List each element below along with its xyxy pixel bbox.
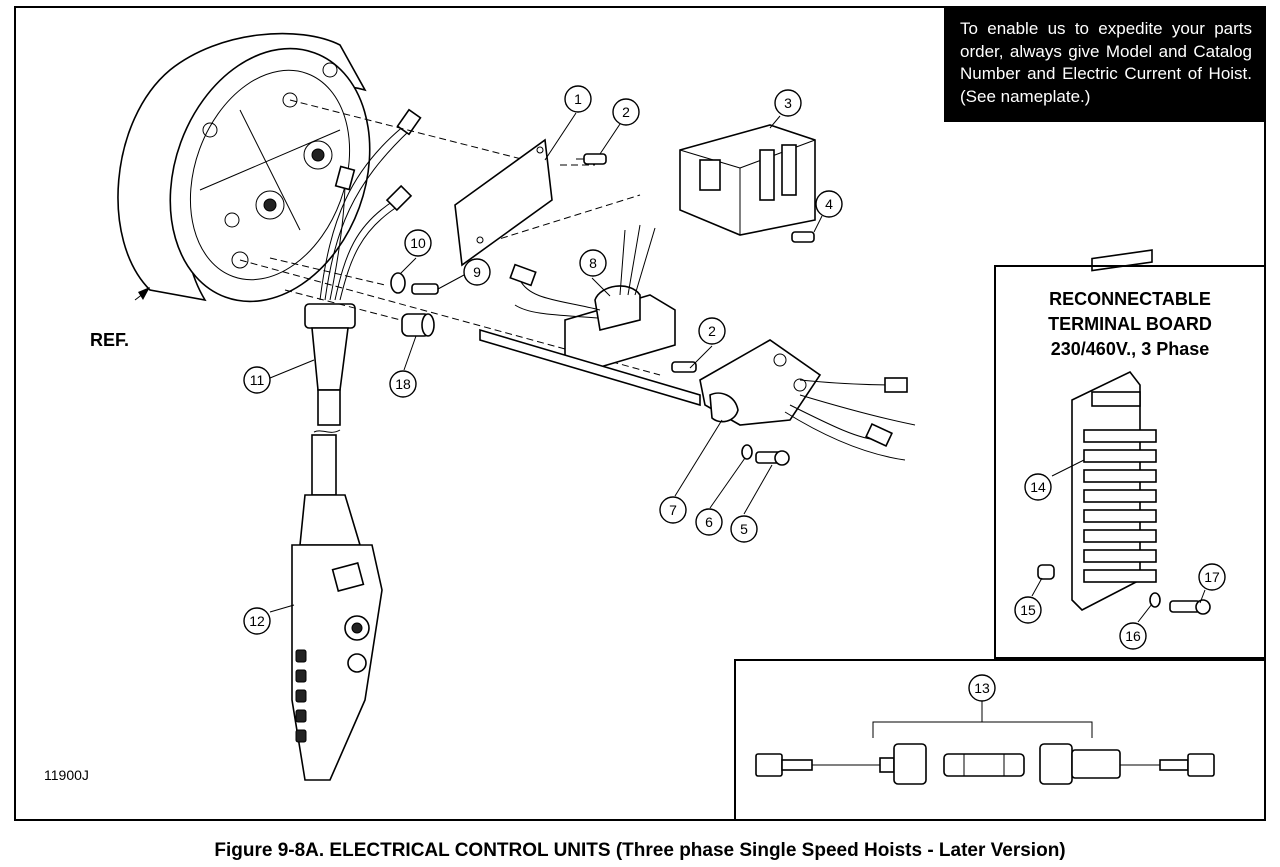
- svg-text:2: 2: [708, 323, 716, 339]
- callout-4: 4: [815, 190, 843, 218]
- part-6-washer: [741, 444, 753, 460]
- callout-3: 3: [774, 89, 802, 117]
- svg-text:2: 2: [622, 104, 630, 120]
- callout-18: 18: [389, 370, 417, 398]
- part-17-screw: [1169, 599, 1211, 615]
- callout-15: 15: [1014, 596, 1042, 624]
- callout-10: 10: [404, 229, 432, 257]
- svg-text:15: 15: [1020, 602, 1036, 618]
- callout-2a: 2: [612, 98, 640, 126]
- part-7-limit-switch: [479, 328, 916, 461]
- part-1-panel: [454, 138, 553, 267]
- svg-text:4: 4: [825, 196, 833, 212]
- svg-text:10: 10: [410, 235, 426, 251]
- part-4-screw: [791, 231, 815, 243]
- part-2-screw: [576, 153, 607, 165]
- terminal-board-panel: RECONNECTABLE TERMINAL BOARD 230/460V., …: [994, 265, 1266, 659]
- svg-text:16: 16: [1125, 628, 1141, 644]
- part-18-bushing: [401, 313, 435, 337]
- svg-text:9: 9: [473, 264, 481, 280]
- svg-text:12: 12: [249, 613, 265, 629]
- part-14-terminal-board: [1071, 249, 1157, 611]
- part-9-screw: [411, 283, 439, 295]
- svg-text:7: 7: [669, 502, 677, 518]
- assembly-lines: [239, 99, 661, 376]
- svg-text:8: 8: [589, 255, 597, 271]
- callout-8: 8: [579, 249, 607, 277]
- part-2b-screw: [671, 361, 697, 373]
- part-13-fuse-holder: [755, 700, 1215, 785]
- svg-text:18: 18: [395, 376, 411, 392]
- svg-text:1: 1: [574, 91, 582, 107]
- callout-13: 13: [968, 674, 996, 702]
- motor-housing: [117, 32, 371, 303]
- svg-text:13: 13: [974, 680, 990, 696]
- callout-5: 5: [730, 515, 758, 543]
- svg-text:6: 6: [705, 514, 713, 530]
- part-15-nut: [1037, 564, 1055, 580]
- part-16-washer: [1149, 592, 1161, 608]
- svg-text:5: 5: [740, 521, 748, 537]
- svg-text:17: 17: [1204, 569, 1220, 585]
- callout-9: 9: [463, 258, 491, 286]
- cord-strain-relief: [304, 303, 356, 496]
- ref-label: REF.: [90, 330, 130, 350]
- callout-12: 12: [243, 607, 271, 635]
- pendant-station: [291, 494, 383, 781]
- part-3-contactor: [679, 124, 816, 236]
- fuse-holder-panel: [734, 659, 1266, 821]
- callout-6: 6: [695, 508, 723, 536]
- svg-text:11: 11: [250, 372, 265, 388]
- ref-arrowhead: [138, 287, 150, 300]
- callout-11: 11: [243, 366, 271, 394]
- callout-14: 14: [1024, 473, 1052, 501]
- callout-7: 7: [659, 496, 687, 524]
- drawing-number: 11900J: [44, 767, 89, 783]
- svg-text:3: 3: [784, 95, 792, 111]
- lead-wires: [319, 108, 422, 301]
- part-10-washer: [390, 272, 406, 294]
- terminal-board-title-line2: TERMINAL BOARD: [1048, 314, 1212, 334]
- callout-16: 16: [1119, 622, 1147, 650]
- callout-1: 1: [564, 85, 592, 113]
- callout-2b: 2: [698, 317, 726, 345]
- terminal-board-title-line3: 230/460V., 3 Phase: [1050, 339, 1210, 359]
- svg-text:14: 14: [1030, 479, 1046, 495]
- part-5-screw: [755, 450, 790, 466]
- figure-caption: Figure 9-8A. ELECTRICAL CONTROL UNITS (T…: [214, 840, 1066, 861]
- callout-17: 17: [1198, 563, 1226, 591]
- terminal-board-title-line1: RECONNECTABLE: [1049, 289, 1211, 309]
- terminal-board-title: RECONNECTABLE TERMINAL BOARD 230/460V., …: [996, 287, 1264, 362]
- leader-lines: [269, 112, 1206, 623]
- parts-order-notice: To enable us to expedite your parts orde…: [944, 8, 1264, 122]
